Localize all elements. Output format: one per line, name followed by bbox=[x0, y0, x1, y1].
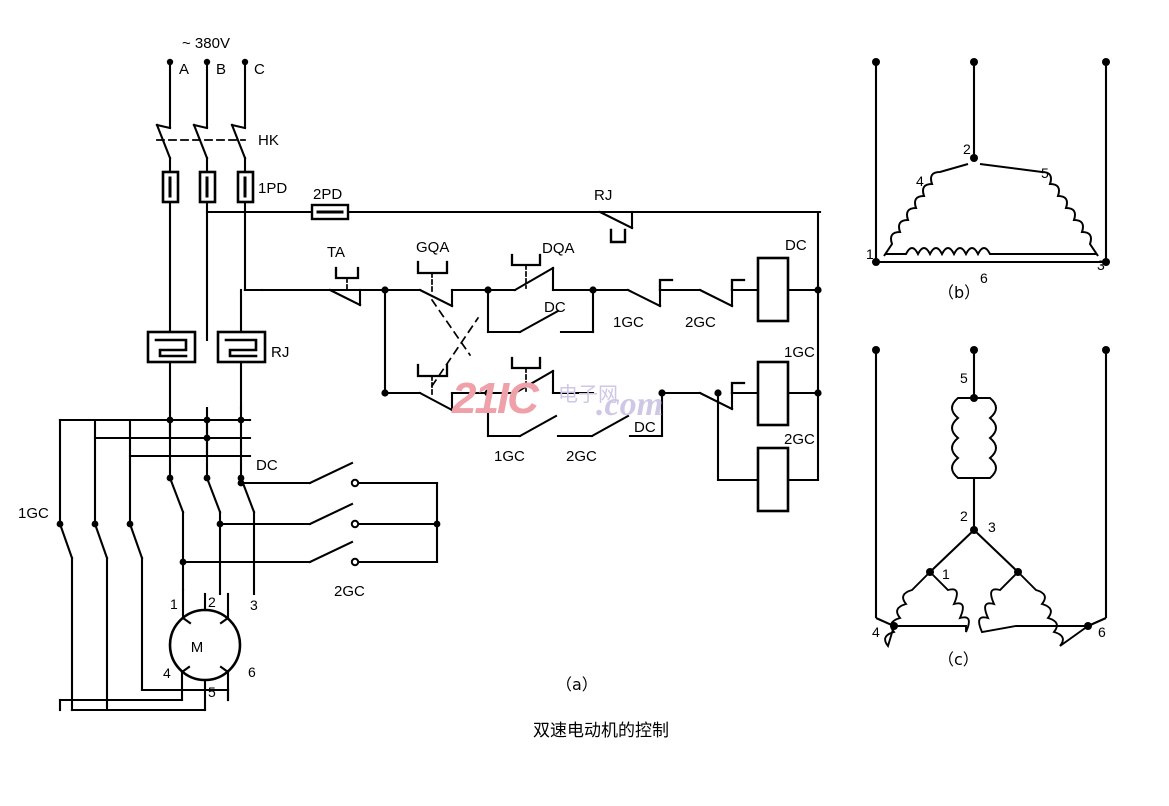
star-terminal-4: 4 bbox=[872, 624, 880, 640]
1gc-main-contacts[interactable] bbox=[58, 418, 144, 712]
coil-1gc bbox=[756, 360, 820, 427]
button-ta[interactable] bbox=[243, 266, 387, 307]
star-terminal-5: 5 bbox=[960, 370, 968, 386]
delta-winding-5: 5 bbox=[1041, 165, 1049, 181]
contact-2gc-label-upper: 2GC bbox=[685, 314, 716, 331]
contact-2gc-label-lower: 2GC bbox=[566, 448, 597, 465]
delta-terminal-2: 2 bbox=[963, 141, 971, 157]
main-switch-hk[interactable] bbox=[155, 123, 247, 160]
contact-1gc-label-upper: 1GC bbox=[613, 314, 644, 331]
figure-caption: 双速电动机的控制 bbox=[533, 721, 669, 741]
subfigure-a-label: （a） bbox=[556, 675, 598, 694]
contact-dc-nc-lower[interactable] bbox=[660, 381, 760, 411]
button-gqa-upper[interactable] bbox=[383, 260, 490, 308]
winding-delta bbox=[874, 62, 1108, 264]
motor-terminal-2: 2 bbox=[208, 594, 216, 610]
star-terminal-3: 3 bbox=[988, 519, 996, 535]
button-gqa-lower[interactable] bbox=[383, 363, 490, 412]
contact-1gc-nc-upper[interactable] bbox=[591, 278, 680, 308]
delta-nodes bbox=[872, 58, 1110, 266]
motor-lower-routing bbox=[58, 688, 230, 712]
motor-terminal-5: 5 bbox=[208, 684, 216, 700]
thermal-relay-label: RJ bbox=[271, 344, 289, 361]
star-nodes bbox=[872, 346, 1110, 630]
subfigure-b-label: （b） bbox=[938, 283, 980, 302]
coil-dc bbox=[756, 256, 820, 323]
contact-1gc-label-lower: 1GC bbox=[494, 448, 525, 465]
dc-seal-contact-upper[interactable] bbox=[486, 288, 595, 334]
coil-dc-label: DC bbox=[785, 237, 807, 254]
1gc-main-label: 1GC bbox=[18, 505, 49, 522]
mechanical-interlock bbox=[430, 298, 480, 388]
delta-terminal-3: 3 bbox=[1097, 257, 1105, 273]
control-fuse-2pd bbox=[310, 203, 350, 221]
coil-1gc-label: 1GC bbox=[784, 344, 815, 361]
rj-nc-contact[interactable] bbox=[598, 210, 634, 244]
button-dqa[interactable] bbox=[486, 253, 595, 292]
delta-winding-4: 4 bbox=[916, 173, 924, 189]
subfigure-c-label: （c） bbox=[938, 650, 979, 669]
main-fuse-label: 1PD bbox=[258, 180, 287, 197]
button-ta-label: TA bbox=[327, 244, 345, 261]
2gc-main-contacts[interactable] bbox=[181, 461, 439, 564]
1gc-feed-rails bbox=[58, 418, 252, 458]
motor-terminal-4: 4 bbox=[163, 665, 171, 681]
star-terminal-6: 6 bbox=[1098, 624, 1106, 640]
main-fuse-1pd bbox=[161, 156, 255, 342]
contact-dqa-lower[interactable] bbox=[486, 356, 595, 395]
motor-terminal-3: 3 bbox=[250, 597, 258, 613]
main-switch-label: HK bbox=[258, 132, 279, 149]
contact-dc-label-lower: DC bbox=[634, 419, 656, 436]
dc-main-contacts[interactable] bbox=[168, 406, 256, 596]
supply-terminal-dots bbox=[166, 58, 249, 66]
button-dqa-label: DQA bbox=[542, 240, 575, 257]
thermal-relay-element-2 bbox=[216, 288, 267, 410]
star-terminal-2: 2 bbox=[960, 508, 968, 524]
control-fuse-label: 2PD bbox=[313, 186, 342, 203]
motor-m bbox=[168, 588, 242, 712]
phase-b-label: B bbox=[216, 61, 226, 78]
thermal-relay-element-1 bbox=[146, 330, 197, 414]
motor-terminal-6: 6 bbox=[248, 664, 256, 680]
supply-voltage-label: ~ 380V bbox=[182, 35, 230, 52]
delta-winding-6: 6 bbox=[980, 270, 988, 286]
seal-branch-lower[interactable] bbox=[486, 391, 664, 438]
contact-2gc-nc-upper[interactable] bbox=[676, 278, 760, 308]
control-top-rail bbox=[205, 210, 822, 292]
motor-terminal-1: 1 bbox=[170, 596, 178, 612]
star-terminal-1: 1 bbox=[942, 566, 950, 582]
phase-c-label: C bbox=[254, 61, 265, 78]
delta-terminal-1: 1 bbox=[866, 246, 874, 262]
motor-label: M bbox=[191, 639, 204, 656]
phase-a-label: A bbox=[179, 61, 189, 78]
dc-seal-label-upper: DC bbox=[544, 299, 566, 316]
button-gqa-label: GQA bbox=[416, 239, 449, 256]
rj-contact-label: RJ bbox=[594, 187, 612, 204]
coil-2gc-label: 2GC bbox=[784, 431, 815, 448]
dc-main-label: DC bbox=[256, 457, 278, 474]
coil-2gc bbox=[716, 391, 820, 513]
2gc-main-label: 2GC bbox=[334, 583, 365, 600]
winding-star bbox=[874, 350, 1108, 649]
supply-phases bbox=[168, 60, 247, 130]
